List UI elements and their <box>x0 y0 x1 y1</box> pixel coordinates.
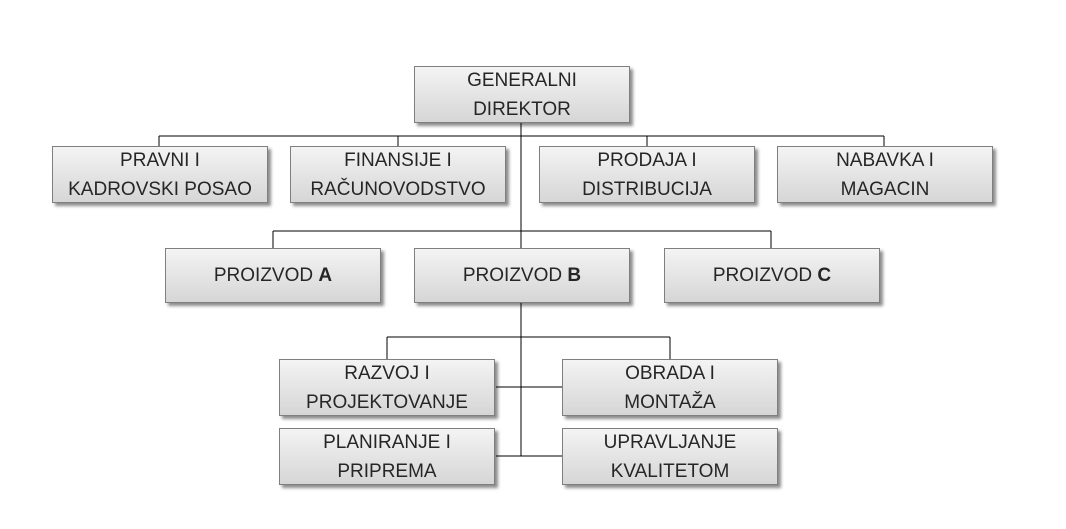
quality-label: UPRAVLJANJE KVALITETOM <box>603 431 737 482</box>
box-finansije: FINANSIJE I RAČUNOVODSTVO <box>290 146 506 203</box>
box-upravljanje: UPRAVLJANJE KVALITETOM <box>562 428 778 485</box>
design-label: RAZVOJ I PROJEKTOVANJE <box>306 362 468 413</box>
box-generalni-direktor: GENERALNI DIREKTOR <box>414 66 630 123</box>
box-obrada: OBRADA I MONTAŽA <box>562 359 778 416</box>
procurement-label: NABAVKA I MAGACIN <box>836 149 934 200</box>
box-prodaja: PRODAJA I DISTRIBUCIJA <box>539 146 755 203</box>
product-a-label: PROIZVOD A <box>213 265 333 286</box>
box-proizvod-c: PROIZVOD C <box>664 248 880 303</box>
box-razvoj: RAZVOJ I PROJEKTOVANJE <box>279 359 495 416</box>
legal-label: PRAVNI I KADROVSKI POSAO <box>68 149 252 200</box>
box-pravni-kadrovski: PRAVNI I KADROVSKI POSAO <box>52 146 268 203</box>
box-planiranje: PLANIRANJE I PRIPREMA <box>279 428 495 485</box>
director-label: GENERALNI DIREKTOR <box>467 69 577 120</box>
assembly-label: OBRADA I MONTAŽA <box>624 362 716 413</box>
finance-label: FINANSIJE I RAČUNOVODSTVO <box>310 149 486 200</box>
sales-label: PRODAJA I DISTRIBUCIJA <box>582 149 712 200</box>
product-b-label: PROIZVOD B <box>462 265 582 286</box>
planning-label: PLANIRANJE I PRIPREMA <box>323 431 451 482</box>
box-proizvod-b: PROIZVOD B <box>414 248 630 303</box>
product-c-label: PROIZVOD C <box>712 265 832 286</box>
box-nabavka: NABAVKA I MAGACIN <box>777 146 993 203</box>
box-proizvod-a: PROIZVOD A <box>165 248 381 303</box>
